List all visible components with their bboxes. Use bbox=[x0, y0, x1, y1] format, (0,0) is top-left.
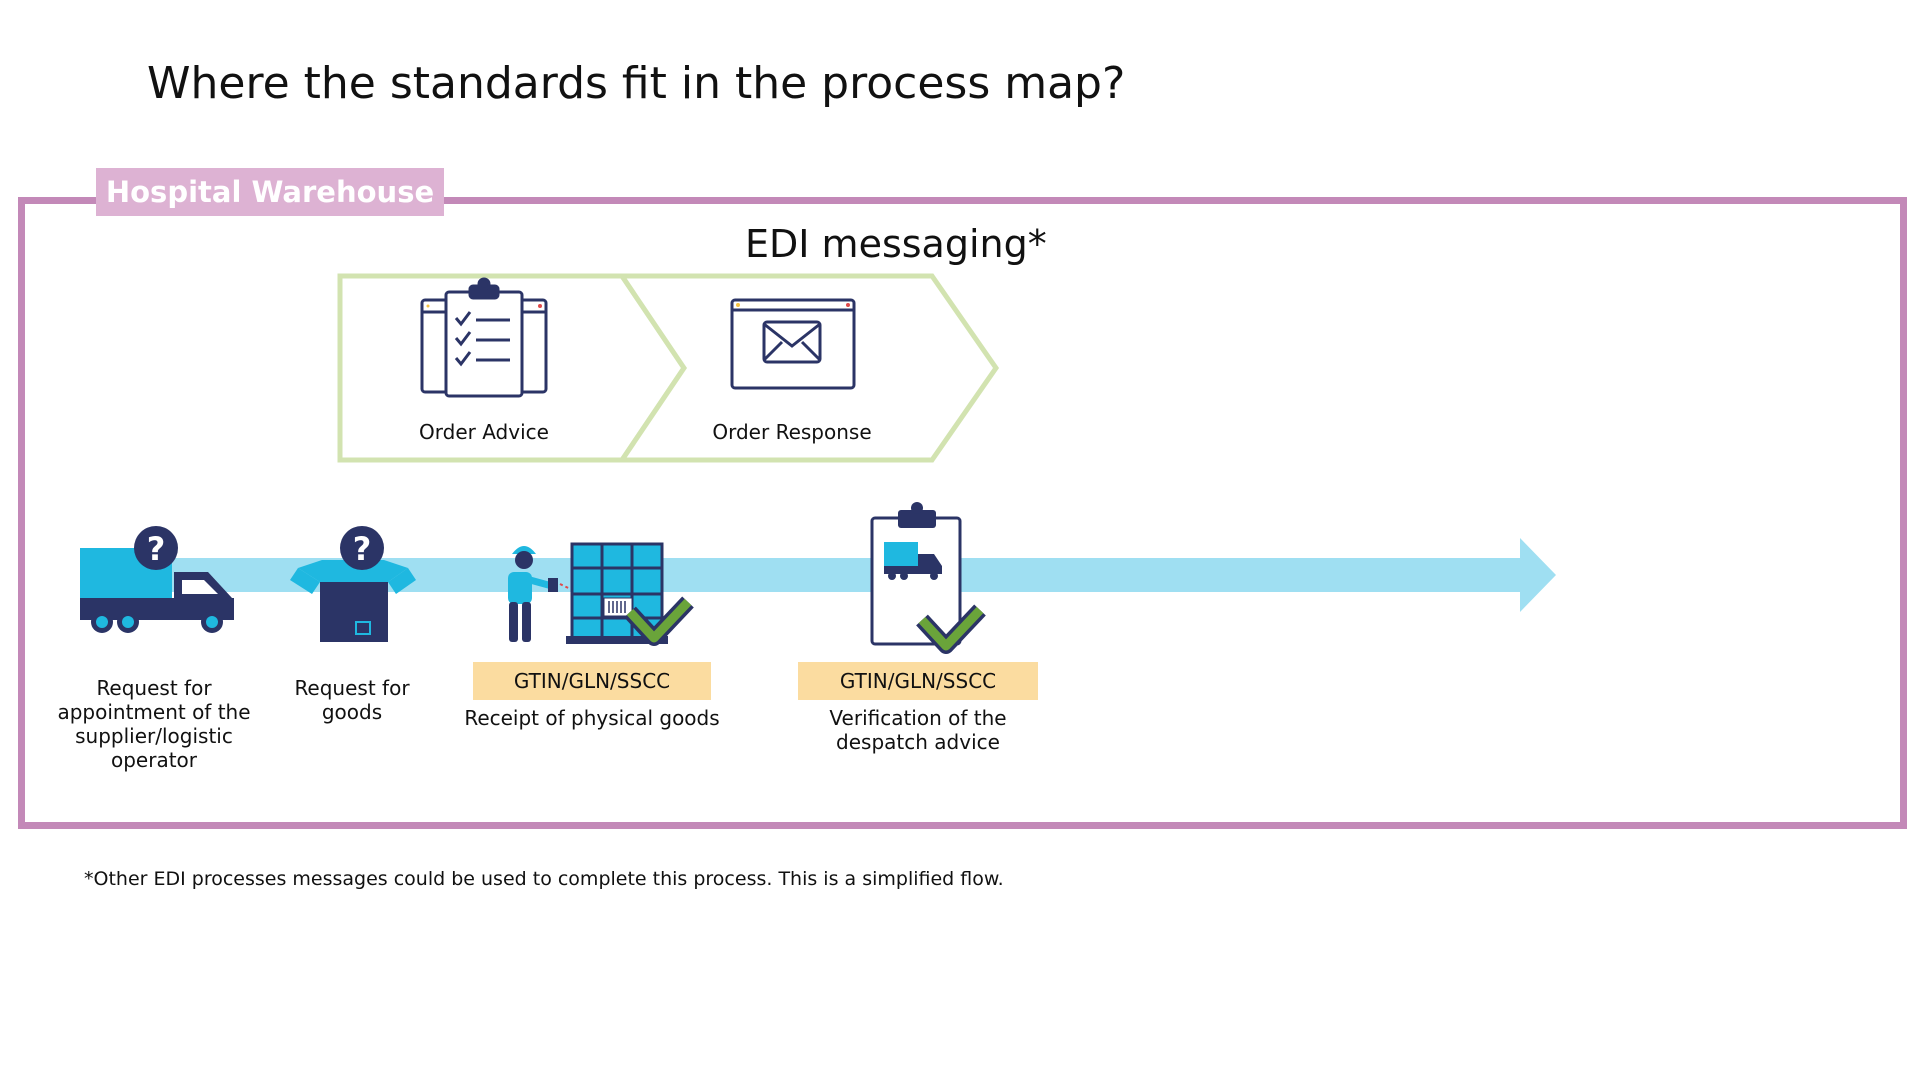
standard-badge-verification: GTIN/GLN/SSCC bbox=[798, 662, 1038, 700]
checklist-document-icon bbox=[420, 277, 548, 398]
step-label-request-goods: Request for goods bbox=[294, 676, 410, 724]
email-envelope-icon bbox=[730, 298, 856, 390]
step-label-verification: Verification of the despatch advice bbox=[829, 706, 1007, 754]
svg-text:?: ? bbox=[147, 530, 166, 568]
worker-scanning-pallet-icon bbox=[508, 542, 694, 646]
svg-text:?: ? bbox=[353, 530, 372, 568]
hospital-warehouse-frame bbox=[18, 197, 1907, 829]
clipboard-truck-check-icon bbox=[870, 502, 986, 654]
page-title: Where the standards fit in the process m… bbox=[147, 58, 1126, 109]
box-question-icon: ? bbox=[290, 526, 416, 642]
truck-question-icon: ? bbox=[80, 526, 234, 633]
edi-message-label-order-advice: Order Advice bbox=[419, 420, 549, 444]
footnote: *Other EDI processes messages could be u… bbox=[84, 868, 1004, 890]
frame-label: Hospital Warehouse bbox=[96, 168, 444, 216]
step-label-request-appointment: Request for appointment of the supplier/… bbox=[57, 676, 251, 772]
step-label-receipt-goods: Receipt of physical goods bbox=[464, 706, 720, 730]
standard-badge-receipt: GTIN/GLN/SSCC bbox=[473, 662, 711, 700]
edi-messaging-title: EDI messaging* bbox=[745, 222, 1047, 266]
edi-message-label-order-response: Order Response bbox=[712, 420, 872, 444]
